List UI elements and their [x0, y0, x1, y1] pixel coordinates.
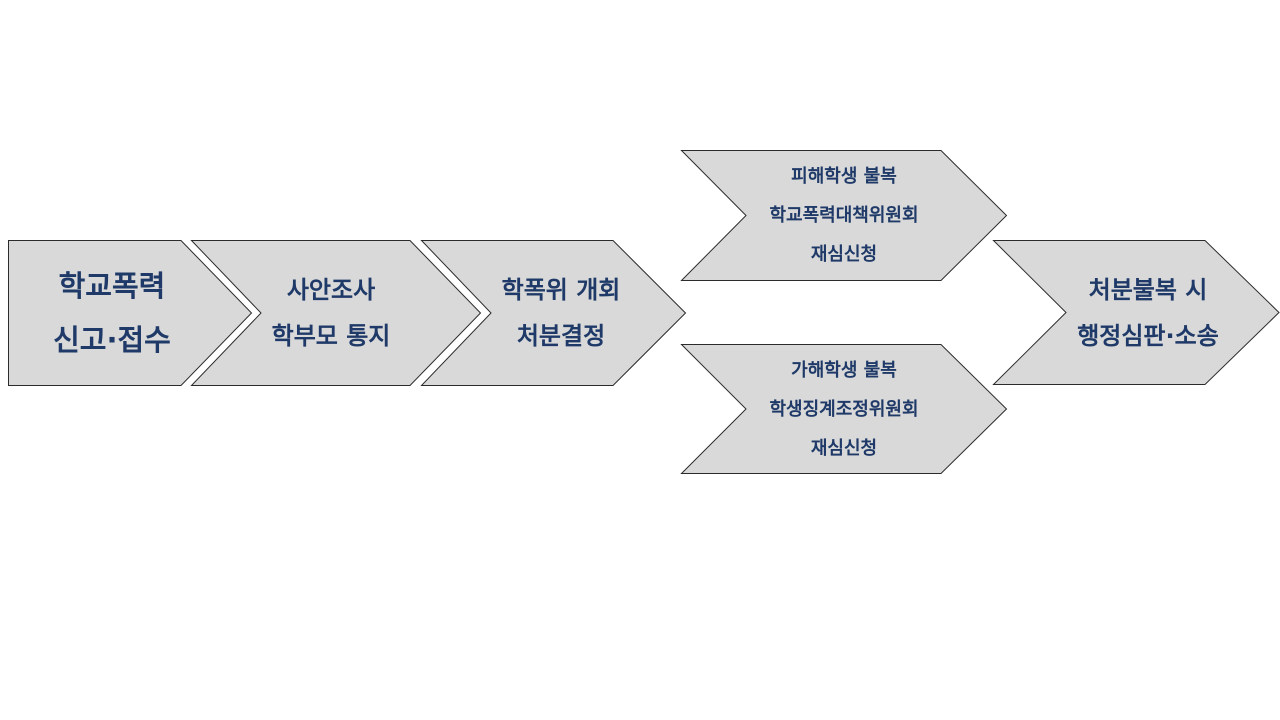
step-victim-appeal-line-2: 학교폭력대책위원회: [769, 205, 919, 226]
step-investigate-line-1: 사안조사: [286, 276, 376, 304]
step-offender-appeal-line-3: 재심신청: [810, 437, 878, 459]
step-report-line-1: 학교폭력: [58, 269, 166, 303]
step-admin-appeal-label: 처분불복 시 행정심판·소송: [1038, 240, 1258, 385]
step-victim-appeal-label: 피해학생 불복 학교폭력대책위원회 재심신청: [731, 150, 957, 281]
step-offender-appeal-line-2: 학생징계조정위원회: [769, 398, 919, 420]
step-admin-appeal-chevron: 처분불복 시 행정심판·소송: [992, 240, 1280, 385]
step-victim-appeal-chevron: 피해학생 불복 학교폭력대책위원회 재심신청: [680, 150, 1008, 281]
step-investigate-shape: [190, 240, 482, 386]
step-offender-appeal-label: 가해학생 불복 학생징계조정위원회 재심신청: [731, 344, 957, 474]
step-investigate-chevron: 사안조사 학부모 통지: [190, 240, 482, 386]
step-report-pentagon: 학교폭력 신고·접수: [8, 240, 253, 386]
step-committee-label: 학폭위 개회 처분결정: [461, 240, 661, 386]
step-investigate-line-2: 학부모 통지: [271, 322, 391, 350]
step-offender-appeal-chevron: 가해학생 불복 학생징계조정위원회 재심신청: [680, 344, 1008, 474]
step-offender-appeal-line-1: 가해학생 불복: [791, 359, 897, 381]
step-committee-shape: [420, 240, 687, 386]
step-report-line-2: 신고·접수: [53, 323, 171, 357]
step-victim-appeal-line-1: 피해학생 불복: [791, 166, 897, 187]
step-report-label: 학교폭력 신고·접수: [12, 240, 212, 386]
step-committee-line-1: 학폭위 개회: [501, 276, 621, 304]
step-admin-appeal-line-2: 행정심판·소송: [1077, 321, 1219, 350]
step-admin-appeal-shape: [992, 240, 1280, 385]
step-victim-appeal-shape: [680, 150, 1008, 281]
step-investigate-label: 사안조사 학부모 통지: [231, 240, 431, 386]
step-report-shape: [8, 240, 253, 386]
step-committee-line-2: 처분결정: [516, 322, 606, 350]
step-committee-chevron: 학폭위 개회 처분결정: [420, 240, 687, 386]
step-victim-appeal-line-3: 재심신청: [810, 244, 878, 265]
step-offender-appeal-shape: [680, 344, 1008, 474]
step-admin-appeal-line-1: 처분불복 시: [1088, 275, 1208, 304]
